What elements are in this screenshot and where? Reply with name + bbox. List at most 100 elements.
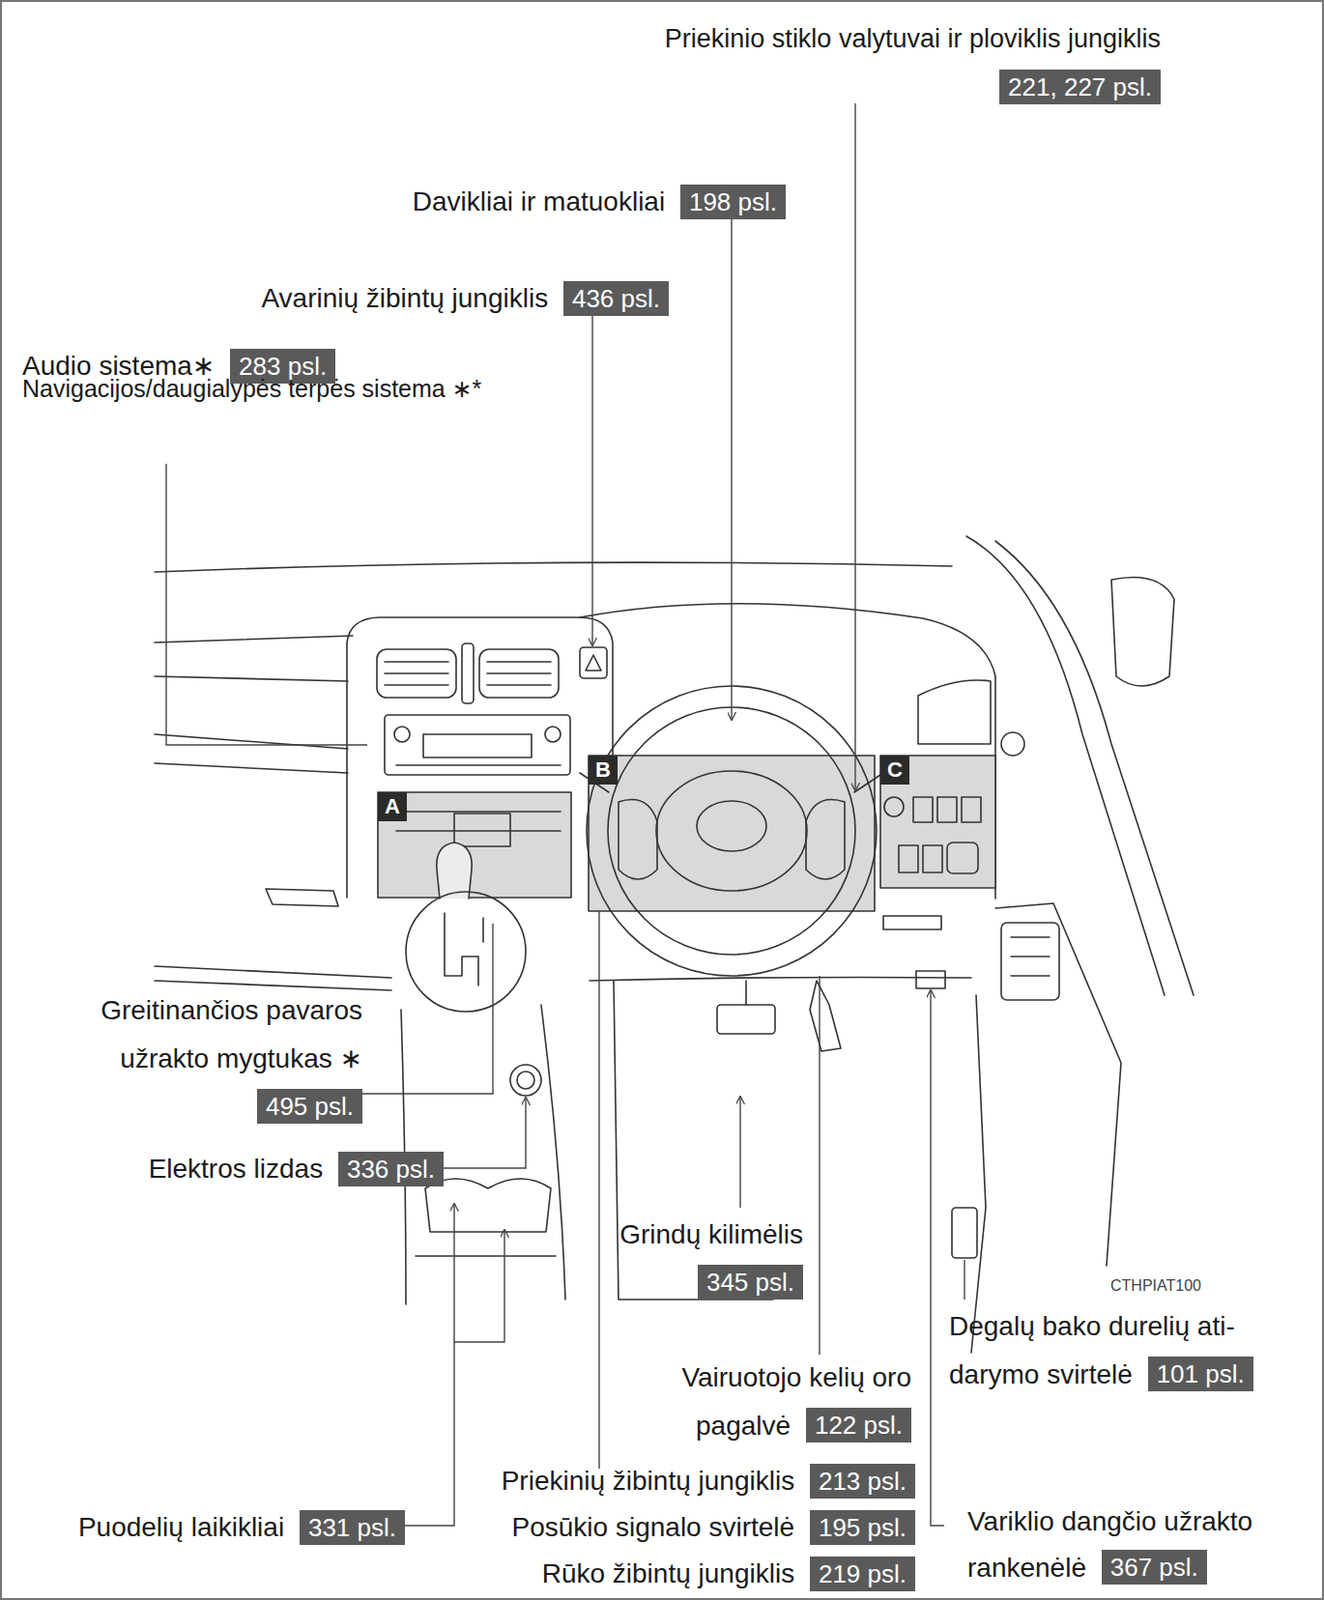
callout-label: Puodelių laikikliai xyxy=(78,1512,285,1543)
dashboard-line xyxy=(154,635,353,643)
callout-box: Elektros lizdas 336 psl. xyxy=(148,1144,444,1193)
leader-line xyxy=(362,923,493,1094)
callout-label: Priekinių žibintų jungiklis xyxy=(501,1466,795,1497)
page-badge: 367 psl. xyxy=(1101,1550,1208,1585)
knee-airbag-panel xyxy=(883,916,942,930)
leader-line xyxy=(166,463,368,746)
leader-line xyxy=(930,990,945,1526)
door-panel xyxy=(995,903,1122,1267)
climate-display xyxy=(454,813,511,847)
stalk xyxy=(579,773,884,793)
climate-controls xyxy=(396,811,561,832)
steering-wheel-inner xyxy=(607,707,856,955)
switch xyxy=(937,797,957,823)
figure-code: CTHPIAT100 xyxy=(1110,1277,1202,1296)
shift-pattern xyxy=(444,913,484,986)
leader-line xyxy=(854,103,856,791)
side-mirror xyxy=(1111,577,1175,688)
page-badge: 345 psl. xyxy=(697,1265,804,1300)
audio-display xyxy=(423,734,532,758)
section-letter: A xyxy=(377,792,407,822)
gear-knob xyxy=(436,842,472,899)
airbag-emblem xyxy=(696,801,767,852)
callout-box: Priekinio stiklo valytuvai ir ploviklis … xyxy=(619,13,1161,109)
footwell xyxy=(613,980,774,1300)
callout-label: Davikliai ir matuokliai xyxy=(412,186,665,217)
callout-box: Degalų bako durelių ati- darymo svirtelė… xyxy=(949,1301,1307,1398)
callout-label: Avarinių žibintų jungiklis xyxy=(260,283,548,314)
brake-pedal xyxy=(717,1005,776,1035)
audio-buttons xyxy=(396,764,561,767)
leader-line xyxy=(454,1230,505,1343)
door-button xyxy=(1001,732,1025,756)
lower-dash xyxy=(589,977,972,981)
steering-hub xyxy=(656,771,807,892)
section-letter-text: A xyxy=(384,794,401,819)
page-badge: 213 psl. xyxy=(809,1464,916,1499)
leader-line xyxy=(404,1204,455,1526)
hazard-strip xyxy=(461,643,474,704)
callout-label: Grindų kilimėlis xyxy=(619,1219,804,1250)
dashboard-line xyxy=(154,676,348,682)
section-letter: C xyxy=(880,755,910,785)
callout-box: Variklio dangčio užrakto rankenėlė 367 p… xyxy=(967,1497,1324,1590)
window-switches xyxy=(1010,937,1050,977)
pedal-arm xyxy=(745,980,748,1006)
switch xyxy=(913,797,933,823)
door-sill xyxy=(971,995,986,1353)
page-badge: 221, 227 psl. xyxy=(999,69,1161,105)
region-b xyxy=(588,755,875,912)
dashboard-line xyxy=(154,966,392,979)
cup-holders xyxy=(425,1179,551,1233)
switch xyxy=(922,845,943,873)
section-letter-text: C xyxy=(887,757,903,782)
leader-line xyxy=(443,1097,526,1169)
callout-label: Rūko žibintų jungiklis xyxy=(542,1558,795,1589)
callout-box: Grindų kilimėlis 345 psl. xyxy=(571,1209,804,1305)
callout-box: Vairuotojo kelių oro pagalvė 122 psl. xyxy=(621,1352,912,1449)
page-badge: 336 psl. xyxy=(338,1151,444,1187)
switch-knob xyxy=(884,797,904,817)
page-badge: 122 psl. xyxy=(805,1408,912,1443)
dashboard-line xyxy=(154,763,348,774)
a-pillar xyxy=(966,536,1165,996)
switch xyxy=(947,842,979,874)
page-badge: 436 psl. xyxy=(563,281,669,317)
page-badge: 219 psl. xyxy=(809,1556,916,1592)
vent-slats xyxy=(384,662,551,686)
power-socket-inner xyxy=(517,1071,535,1090)
dashboard-line xyxy=(154,734,348,749)
callout-box: Priekinių žibintų jungiklis 213 psl. xyxy=(501,1456,916,1505)
leader-line xyxy=(818,976,820,1355)
page-badge: 198 psl. xyxy=(680,184,786,220)
hood-release xyxy=(916,971,946,989)
hazard-button xyxy=(579,647,607,679)
section-letter: B xyxy=(588,755,618,785)
glovebox-handle xyxy=(265,889,339,907)
leader-line xyxy=(739,1096,741,1209)
shift-gate xyxy=(405,892,526,1012)
callout-box: Rūko žibintų jungiklis 219 psl. xyxy=(542,1549,916,1598)
dashboard-edge xyxy=(154,562,952,573)
callout-label: Priekinio stiklo valytuvai ir ploviklis … xyxy=(664,24,1161,54)
switch xyxy=(961,797,981,823)
leader-line xyxy=(591,316,593,646)
region-a xyxy=(377,792,572,898)
page-badge: 495 psl. xyxy=(257,1089,363,1124)
audio-knob xyxy=(545,726,561,743)
wheel-spoke xyxy=(805,800,845,881)
accelerator-pedal xyxy=(809,980,841,1052)
power-socket xyxy=(510,1064,542,1096)
switch xyxy=(898,845,919,873)
callout-label: Greitinančios pavaros užrakto mygtukas ∗ xyxy=(100,995,363,1074)
page-badge: 195 psl. xyxy=(809,1510,916,1546)
window-switch-panel xyxy=(1001,922,1060,1001)
center-stack xyxy=(346,617,613,898)
leader-line xyxy=(963,1260,965,1300)
dashboard-line xyxy=(154,980,392,991)
audio-knob xyxy=(394,726,410,743)
callout-label: Elektros lizdas xyxy=(148,1153,324,1184)
callout-box: Davikliai ir matuokliai 198 psl. xyxy=(412,176,786,226)
